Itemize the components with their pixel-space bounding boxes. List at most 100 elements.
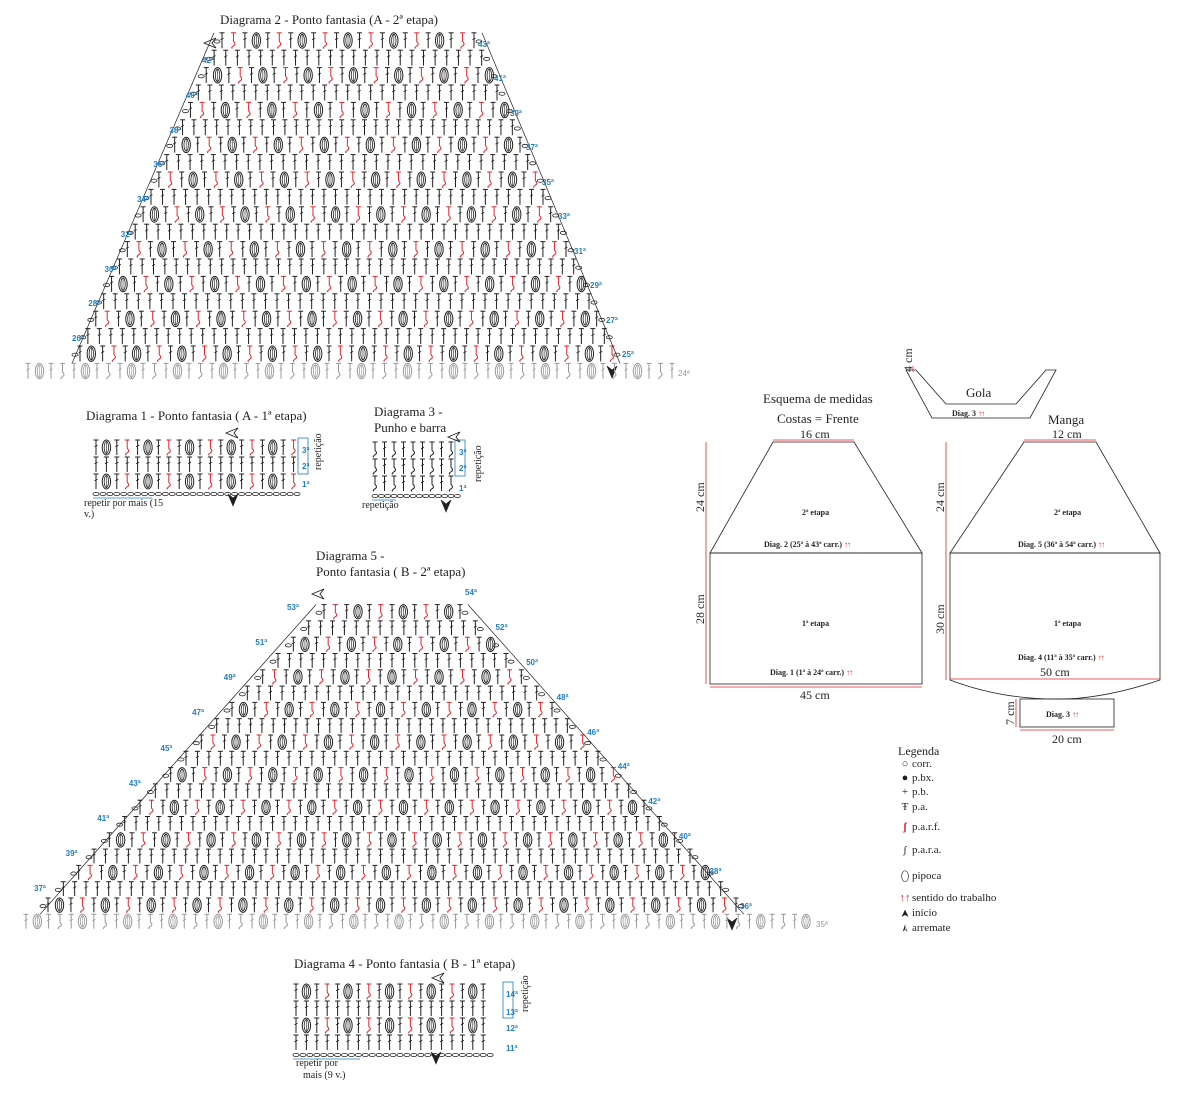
direction-arrows-icon: ↑↑ [846, 668, 853, 677]
sleeve-upper-stage: 2ª etapa [1054, 508, 1082, 517]
row-number-label: 27ª [606, 315, 618, 325]
diagram-4-row-12: 12ª [506, 1024, 518, 1033]
row-number-label: 39ª [510, 108, 522, 118]
collar-title: Gola [966, 385, 992, 400]
diagram-3-title-line1: Diagrama 3 - [374, 404, 443, 419]
legend-item-label: pipoca [912, 870, 942, 882]
row-number-label: 54ª [465, 588, 477, 597]
diagram-2-title: Diagrama 2 - Ponto fantasia (A - 2ª etap… [220, 12, 439, 27]
diagram-3-stitches [371, 431, 466, 513]
double-crochet-icon: Ŧ [901, 801, 909, 813]
finish-arrow-icon: ➣ [899, 923, 912, 934]
diagram-3-footnote: repetição [362, 500, 399, 511]
direction-arrows-icon: ↑↑ [1098, 540, 1105, 549]
row-number-label: 36ª [153, 160, 166, 170]
diagram-3-row-3: 3ª [459, 448, 467, 457]
row-number-label: 50ª [526, 657, 538, 667]
collar-height-label: 4 cm [901, 348, 915, 372]
row-number-label: 26ª [72, 334, 84, 343]
diagram-4-footnote-line2: mais (9 v.) [303, 1070, 346, 1081]
diagram-4-title: Diagrama 4 - Ponto fantasia ( B - 1ª eta… [294, 956, 516, 971]
cuff-width-label: 20 cm [1052, 732, 1082, 746]
diagram-2-base-row: 24ª [678, 369, 690, 378]
body-upper-panel [709, 441, 923, 554]
sleeve-title: Manga [1048, 412, 1085, 427]
diagram-4-row-14: 14ª [506, 990, 518, 999]
row-number-label: 40ª [185, 90, 198, 100]
row-number-label: 41ª [97, 813, 110, 823]
diagram-5-title-line1: Diagrama 5 - [316, 548, 385, 563]
sleeve-upper-diag: Diag. 5 (36ª à 54ª carr.) ↑↑ [1018, 540, 1105, 549]
row-number-label: 38ª [709, 867, 722, 877]
row-number-label: 51ª [255, 638, 268, 648]
diagram-4-stitches [292, 972, 514, 1065]
body-upper-stage: 2ª etapa [802, 508, 830, 517]
cuff-diag: Diag. 3 ↑↑ [1046, 710, 1079, 719]
row-number-label: 29ª [590, 281, 602, 291]
row-number-label: 34ª [137, 195, 149, 204]
row-number-label: 52ª [495, 622, 508, 632]
legend-item-label: p.b. [912, 786, 929, 798]
row-number-label: 42ª [202, 56, 214, 65]
row-number-label: 36ª [740, 902, 752, 911]
row-number-label: 28ª [88, 299, 101, 309]
row-number-label: 39ª [65, 848, 78, 858]
body-upper-diag: Diag. 2 (25ª à 43ª carr.) ↑↑ [764, 540, 851, 549]
direction-arrows-icon: ↑↑ [1097, 653, 1105, 662]
row-number-label: 37ª [526, 143, 538, 153]
body-upper-height-label: 24 cm [693, 482, 707, 512]
direction-arrows-icon: ↑↑ [978, 409, 985, 418]
legend-item-label: p.a.r.a. [912, 844, 942, 856]
row-number-label: 48ª [556, 692, 569, 702]
row-number-label: 44ª [617, 762, 630, 772]
row-number-label: 33ª [558, 212, 570, 222]
row-number-label: 43ª [128, 778, 141, 788]
single-crochet-icon: + [901, 786, 909, 798]
sleeve-lower-height-label: 30 cm [933, 604, 947, 634]
body-lower-panel [709, 552, 923, 685]
legend-item-label: p.a.r.f. [912, 821, 941, 833]
slip-stitch-icon: ● [901, 772, 909, 784]
diagram-5-base-row: 35ª [816, 920, 828, 929]
diagram-4-row-11: 11ª [506, 1044, 518, 1053]
diagram-3-row-2: 2ª [459, 464, 467, 473]
row-number-label: 42ª [648, 797, 661, 807]
diagram-1-row-2: 2ª [302, 462, 310, 471]
diagram-1-footnote: repetir por mais (15 v.) [84, 498, 164, 520]
row-number-label: 30ª [104, 264, 117, 274]
sleeve-upper-panel [949, 441, 1161, 554]
row-number-label: 47ª [192, 708, 204, 718]
diagram-3-title-line2: Punho e barra [374, 420, 447, 435]
collar-diag: Diag. 3 ↑↑ [952, 409, 985, 418]
body-top-label: 16 cm [800, 427, 830, 441]
diagram-1-row-1: 1ª [302, 480, 310, 489]
row-number-label: 25ª [622, 350, 634, 359]
sleeve-width-label: 50 cm [1040, 665, 1070, 679]
legend-item-label: sentido do trabalho [912, 892, 997, 904]
diagram-1-title: Diagrama 1 - Ponto fantasia ( A - 1ª eta… [86, 408, 307, 423]
sleeve-lower-diag: Diag. 4 (11ª à 35ª carr.) ↑↑ [1018, 653, 1105, 662]
back-post-icon: ʃ [903, 844, 907, 856]
diagram-5-stitches [39, 588, 745, 931]
legend-item-label: corr. [912, 758, 932, 770]
diagram-1-stitches [92, 427, 309, 507]
legend-item-label: início [912, 907, 938, 919]
diagram-1-row-3: 3ª [302, 446, 310, 455]
row-number-label: 35ª [542, 177, 554, 187]
diagram-4-row-13: 13ª [506, 1008, 518, 1017]
legend-item-label: arremate [912, 922, 951, 934]
row-number-label: 46ª [587, 727, 600, 737]
legend-item-label: p.bx. [912, 772, 934, 784]
row-number-label: 53ª [287, 603, 299, 612]
legend-item-label: p.a. [912, 801, 928, 813]
collar-shape [905, 369, 1057, 419]
popcorn-icon: ⬯ [900, 870, 910, 885]
row-number-label: 49ª [223, 673, 236, 683]
start-arrow-icon: ➤ [899, 908, 912, 919]
row-number-label: 31ª [574, 246, 586, 256]
direction-arrows-icon: ↑↑ [844, 540, 851, 549]
body-bottom-label: 45 cm [800, 688, 830, 702]
row-number-label: 43ª [478, 40, 490, 49]
